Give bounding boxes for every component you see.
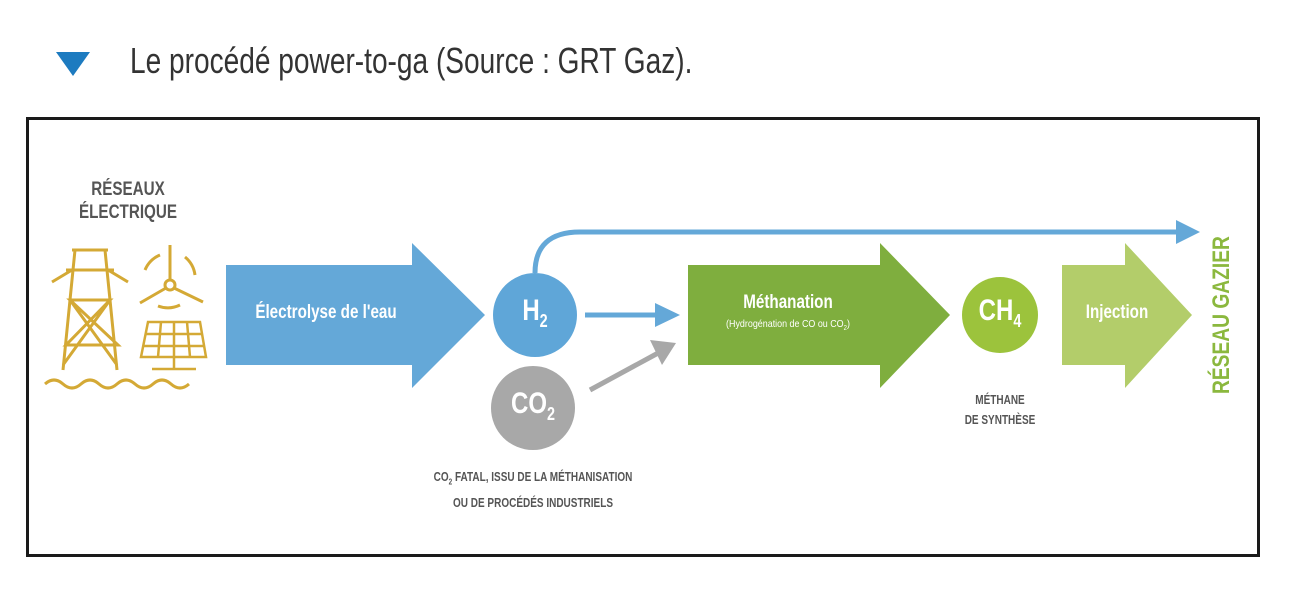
- bypass-arrowhead: [1176, 220, 1200, 244]
- solar-panel-icon: [139, 320, 208, 371]
- co2-caption-pre: CO: [433, 470, 449, 484]
- co2-circle: [491, 366, 575, 450]
- ch4-caption-line2: DE SYNTHÈSE: [964, 413, 1036, 427]
- co2-caption-post: FATAL, ISSU DE LA MÉTHANISATION: [452, 470, 633, 484]
- methanation-sub-sub: 2: [843, 325, 847, 333]
- wind-turbine-icon: [139, 245, 204, 310]
- methanation-label: Méthanation (Hydrogénation de CO ou CO2): [688, 292, 888, 332]
- source-label-line1: RÉSEAUX: [91, 179, 165, 200]
- methanation-text: Méthanation: [743, 292, 833, 313]
- co2-caption-line2: OU DE PROCÉDÉS INDUSTRIELS: [452, 495, 614, 510]
- water-waves-icon: [44, 378, 190, 390]
- ch4-base: CH: [978, 294, 1014, 327]
- bypass-arrow: [532, 229, 1180, 274]
- ch4-circle: [962, 277, 1038, 353]
- methanation-arrow: [688, 243, 950, 388]
- electrolysis-label: Électrolyse de l'eau: [226, 302, 426, 324]
- ch4-sub: 4: [1013, 311, 1022, 331]
- destination-text: RÉSEAU GAZIER: [1208, 236, 1235, 394]
- h2-sub: 2: [539, 311, 548, 331]
- source-label-line2: ÉLECTRIQUE: [79, 202, 177, 223]
- co2-label: CO2: [491, 387, 575, 425]
- injection-arrow: [1062, 243, 1192, 388]
- co2-arrowhead: [650, 340, 676, 365]
- co2-sub: 2: [546, 404, 555, 424]
- electrolysis-arrow: [226, 243, 485, 388]
- ch4-caption: MÉTHANE DE SYNTHÈSE: [940, 390, 1060, 430]
- destination-label: RÉSEAU GAZIER: [1208, 223, 1236, 413]
- injection-text: Injection: [1085, 302, 1149, 323]
- injection-label: Injection: [1062, 302, 1172, 324]
- h2-arrowhead: [655, 303, 680, 327]
- electrolysis-text: Électrolyse de l'eau: [255, 302, 397, 323]
- methanation-sub-pre: (Hydrogénation de CO ou CO: [726, 318, 844, 330]
- h2-label: H2: [493, 294, 577, 332]
- h2-circle: [493, 273, 577, 357]
- figure-title: Le procédé power-to-ga (Source : GRT Gaz…: [130, 40, 693, 81]
- methanation-sub-post: ): [846, 318, 850, 330]
- diagram-frame: [26, 117, 1260, 557]
- source-label: RÉSEAUX ÉLECTRIQUE: [48, 178, 208, 224]
- h2-base: H: [522, 294, 540, 327]
- pylon-icon: [51, 248, 129, 371]
- co2-caption: CO2 FATAL, ISSU DE LA MÉTHANISATION OU D…: [383, 467, 683, 513]
- co2-caption-sub: 2: [448, 477, 453, 487]
- methanation-subtext: (Hydrogénation de CO ou CO2): [703, 318, 873, 332]
- ch4-label: CH4: [960, 294, 1040, 332]
- title-triangle-icon: [56, 52, 90, 76]
- co2-to-methanation-arrow: [588, 349, 662, 393]
- ch4-caption-line1: MÉTHANE: [975, 393, 1025, 407]
- co2-base: CO: [510, 387, 547, 420]
